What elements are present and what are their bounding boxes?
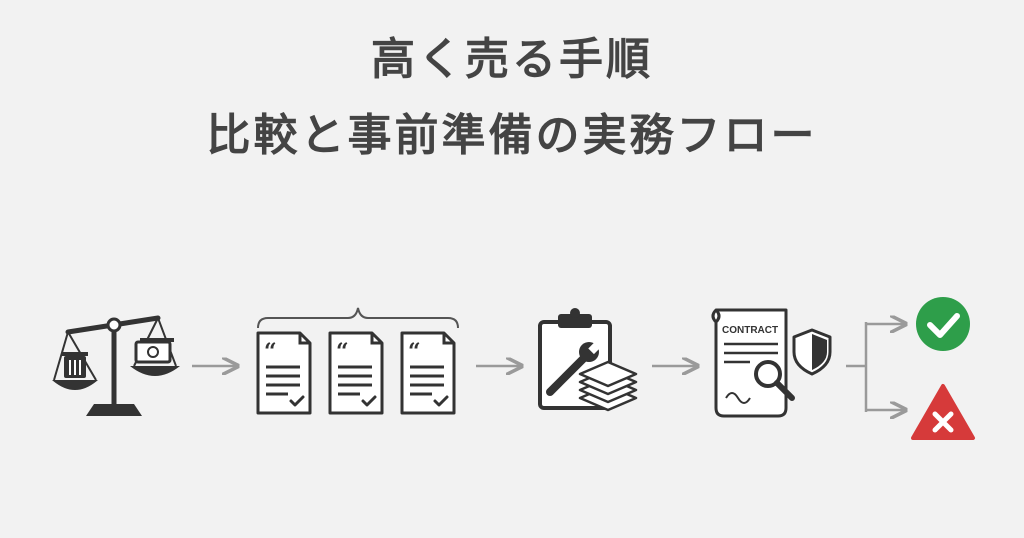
shield-icon [792, 328, 832, 376]
balance-scale-icon [52, 315, 180, 416]
title-line-1: 高く売る手順 [371, 34, 653, 85]
quote-document-icon [400, 331, 456, 415]
error-cross-icon [911, 384, 975, 440]
contract-label: CONTRACT [722, 325, 778, 336]
quote-document-icon [256, 331, 312, 415]
contract-inspection-icon: CONTRACT [711, 308, 832, 418]
quote-document-icon [328, 331, 384, 415]
branch-arrows [846, 322, 904, 412]
success-check-icon [916, 297, 970, 351]
clipboard-wrench-icon [538, 308, 638, 412]
quote-documents-group [256, 307, 459, 415]
paper-stack-icon [578, 360, 638, 412]
title-line-2: 比較と事前準備の実務フロー [206, 110, 818, 161]
